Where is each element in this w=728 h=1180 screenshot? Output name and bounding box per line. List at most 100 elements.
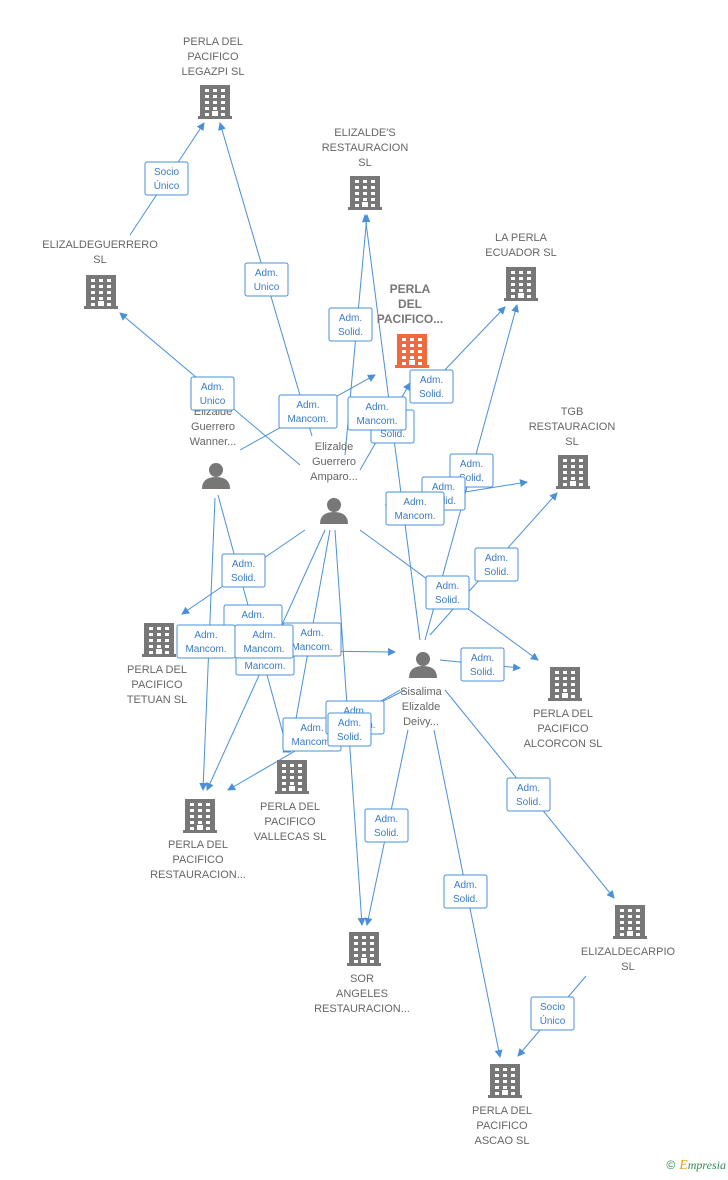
edge-role-line: Adm. [485,553,508,564]
building-icon [348,176,382,210]
edge-role-label[interactable]: Adm. Mancom. [347,396,407,431]
node-label-line: TGB [561,406,584,418]
node-amparo[interactable]: ElizaldeGuerreroAmparo... [310,441,358,524]
person-icon [409,652,437,678]
node-label-line: PERLA DEL [472,1105,532,1117]
edge-role-line: Mancom. [291,642,332,653]
node-label-line: LEGAZPI SL [182,66,245,78]
node-label-line: ELIZALDEGUERRERO [42,239,158,251]
node-label-line: Guerrero [312,456,356,468]
edge-role-label[interactable]: Adm.Mancom. [234,624,294,659]
edge-role-line: Adm. [403,497,426,508]
building-icon [556,455,590,489]
copyright-symbol: © [666,1158,676,1172]
edge-role-line: Solid. [453,894,478,905]
edge-role-line: Solid. [338,327,363,338]
node-label-line: RESTAURACION [529,421,616,433]
node-main[interactable]: PERLADELPACIFICO... [377,282,443,368]
node-label-line: Elizalde [402,701,441,713]
edge-layer [119,122,615,1058]
building-icon [275,760,309,794]
edge-role-line: Mancom. [244,661,285,672]
node-elizaldeguerrero[interactable]: ELIZALDEGUERRERO SL [42,239,158,309]
node-label-line: PERLA DEL [168,839,228,851]
node-deivy[interactable]: SisalimaElizaldeDeivy... [400,652,443,728]
edge-role-label[interactable]: Adm.Solid. [221,553,266,588]
footer-brand: ©Empresia [666,1158,726,1174]
edge-role-label[interactable]: Adm. Mancom. [385,491,445,526]
edge-role-line: Adm. [471,653,494,664]
edge-role-line: Solid. [484,567,509,578]
building-icon [183,799,217,833]
node-wanner[interactable]: ElizaldeGuerreroWanner... [190,406,237,489]
building-icon [347,932,381,966]
node-label-line: SL [565,436,578,448]
person-icon [202,463,230,489]
edge-role-line: Solid. [419,389,444,400]
edge-role-line: Unico [200,396,226,407]
node-label-line: Wanner... [190,436,237,448]
edge-role-line: Mancom. [185,644,226,655]
edge-role-line: Adm. [365,402,388,413]
edge-role-line: Adm. [432,482,455,493]
brand-name: mpresia [687,1158,726,1172]
edge-role-line: Único [540,1014,566,1027]
node-label-line: Guerrero [191,421,235,433]
building-icon [395,334,429,368]
edge-role-line: Mancom. [356,416,397,427]
building-icon [504,267,538,301]
edge-role-line: Adm. [339,313,362,324]
building-icon [613,905,647,939]
edge-role-line: Solid. [380,429,405,440]
node-label-line: RESTAURACION... [150,869,246,881]
edge-role-line: Adm. [232,559,255,570]
edge-role-label[interactable]: Adm.Solid. [364,808,409,843]
node-label-line: Deivy... [403,716,439,728]
edge-role-label[interactable]: Adm. Solid. [425,575,470,610]
node-sorangeles[interactable]: SORANGELESRESTAURACION... [314,932,410,1015]
building-icon [142,623,176,657]
edge-role-line: Mancom. [394,511,435,522]
edge-role-label[interactable]: Adm.Solid. [460,647,505,682]
edge-role-line: Adm. [460,459,483,470]
node-label-line: PACIFICO [476,1120,528,1132]
node-label-line: PERLA DEL [127,664,187,676]
node-tgb[interactable]: TGB RESTAURACION SL [529,406,616,489]
node-restauracion[interactable]: PERLA DELPACIFICORESTAURACION... [150,799,246,881]
edge-role-line: Solid. [516,797,541,808]
edge-role-label[interactable]: Adm. Solid. [328,307,373,342]
edge-role-line: Solid. [374,828,399,839]
edge-role-label[interactable]: Adm.Mancom. [278,394,338,429]
node-label-line: SL [93,254,106,266]
edge-role-line: Solid. [435,595,460,606]
node-label-line: PACIFICO [131,679,183,691]
edge-role-line: Adm. [454,880,477,891]
edge-role-line: Único [154,179,180,192]
edge-role-label[interactable]: Adm. Solid. [409,369,454,404]
node-label-line: VALLECAS SL [254,831,327,843]
edge-role-label[interactable]: Adm.Solid. [506,777,551,812]
node-label-line: PERLA DEL [260,801,320,813]
edge-role-label[interactable]: Adm.Unico [244,262,289,297]
edge-role-label[interactable]: Adm. Solid. [474,547,519,582]
edge-role-label[interactable]: Adm.Mancom. [176,624,236,659]
node-label-line: RESTAURACION [322,142,409,154]
edge-role-line: Adm. [420,375,443,386]
edge-role-label[interactable]: Adm. Solid. [443,874,488,909]
node-label-line: PERLA DEL [183,36,243,48]
edge-role-line: Adm. [436,581,459,592]
edge-role-line: Adm. [300,723,323,734]
edge-role-label[interactable]: Adm.Unico [190,376,235,411]
edge-role-label[interactable]: Adm.Solid. [327,712,372,747]
node-label-line: RESTAURACION... [314,1003,410,1015]
